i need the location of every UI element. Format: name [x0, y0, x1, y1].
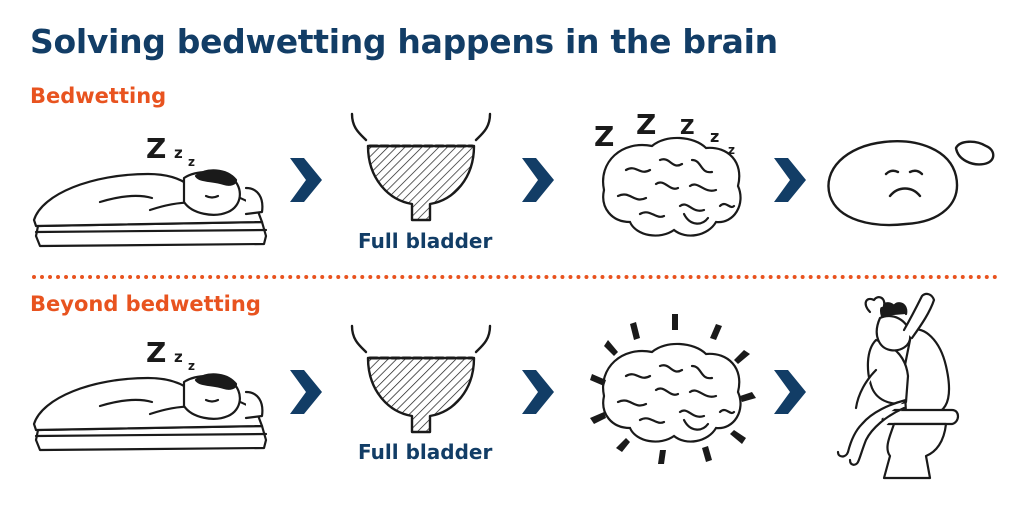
- full-bladder-caption-row-1: Full bladder: [358, 229, 493, 253]
- arrow-icon: [522, 158, 554, 202]
- arrow-icon: [290, 370, 322, 414]
- section-label-beyond-bedwetting: Beyond bedwetting: [30, 292, 261, 316]
- svg-text:z: z: [174, 144, 183, 162]
- svg-text:Z: Z: [636, 108, 656, 141]
- sleeping-child-icon: Z z z: [32, 132, 268, 248]
- sleeping-child-icon: Z z z: [32, 336, 268, 452]
- svg-text:z: z: [188, 359, 195, 373]
- full-bladder-icon: [350, 112, 492, 222]
- alert-brain-icon: [601, 342, 742, 443]
- svg-text:Z: Z: [146, 132, 166, 165]
- svg-text:z: z: [710, 127, 719, 146]
- svg-text:Z: Z: [594, 120, 614, 153]
- sleeping-brain-icon: Z Z Z z z: [594, 108, 742, 237]
- child-on-toilet-icon: [836, 292, 960, 480]
- svg-text:Z: Z: [146, 336, 166, 369]
- arrow-icon: [290, 158, 322, 202]
- section-divider: [32, 275, 998, 279]
- arrow-icon: [774, 370, 806, 414]
- full-bladder-icon: [350, 324, 492, 434]
- full-bladder-caption-row-2: Full bladder: [358, 440, 493, 464]
- section-label-bedwetting: Bedwetting: [30, 84, 167, 108]
- svg-text:z: z: [188, 155, 195, 169]
- sad-wet-spot-icon: [827, 140, 995, 227]
- arrow-icon: [522, 370, 554, 414]
- svg-text:Z: Z: [680, 115, 695, 139]
- svg-text:z: z: [728, 143, 735, 157]
- arrow-icon: [774, 158, 806, 202]
- svg-text:z: z: [174, 348, 183, 366]
- page-title: Solving bedwetting happens in the brain: [30, 22, 778, 61]
- alert-rays-icon: [590, 314, 756, 464]
